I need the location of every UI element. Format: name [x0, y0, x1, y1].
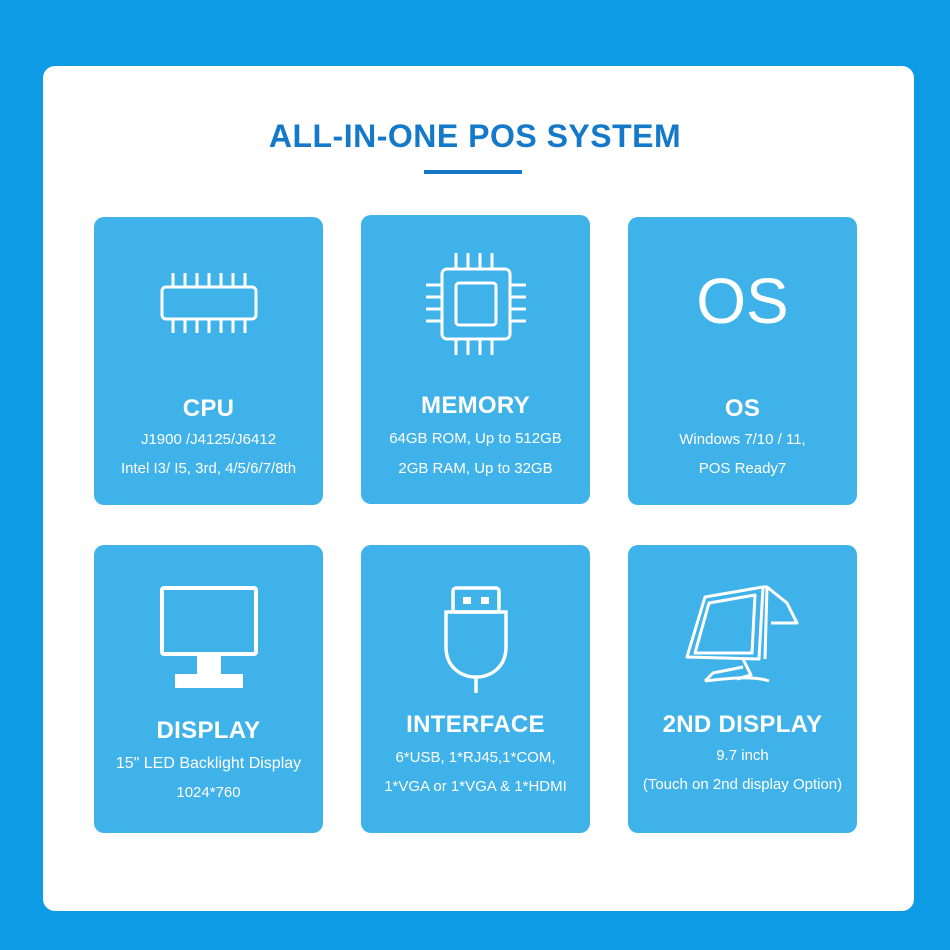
- card-heading: OS: [724, 395, 761, 422]
- card-line: 64GB ROM, Up to 512GB: [389, 430, 562, 447]
- os-text-icon: OS: [628, 269, 857, 333]
- card-line: J1900 /J4125/J6412: [140, 431, 277, 448]
- cpu-chip-icon: [94, 269, 323, 337]
- card-line: 15" LED Backlight Display: [115, 755, 302, 772]
- memory-chip-icon: [361, 251, 590, 357]
- card-line: 1024*760: [176, 784, 241, 801]
- usb-plug-icon: [361, 585, 590, 697]
- card-heading: MEMORY: [421, 392, 530, 419]
- card-cpu: CPU J1900 /J4125/J6412 Intel I3/ I5, 3rd…: [94, 217, 323, 505]
- card-interface: INTERFACE 6*USB, 1*RJ45,1*COM, 1*VGA or …: [361, 545, 590, 833]
- pos-terminal-icon: [628, 583, 857, 691]
- card-heading: CPU: [182, 395, 235, 422]
- monitor-icon: [94, 585, 323, 691]
- card-line: Windows 7/10 / 11,: [679, 431, 806, 448]
- card-line: 2GB RAM, Up to 32GB: [398, 460, 553, 477]
- card-2nd-display: 2ND DISPLAY 9.7 inch (Touch on 2nd displ…: [628, 545, 857, 833]
- card-line: 1*VGA or 1*VGA & 1*HDMI: [384, 778, 567, 795]
- card-line: 6*USB, 1*RJ45,1*COM,: [395, 749, 556, 766]
- card-line: 9.7 inch: [716, 747, 769, 764]
- card-heading: INTERFACE: [406, 711, 545, 738]
- page-title: ALL-IN-ONE POS SYSTEM: [268, 118, 682, 154]
- card-heading: 2ND DISPLAY: [662, 711, 823, 738]
- card-heading: DISPLAY: [156, 717, 261, 744]
- os-icon-text: OS: [696, 265, 789, 337]
- card-line: POS Ready7: [698, 460, 787, 477]
- title-underline: [424, 170, 522, 174]
- card-os: OS OS Windows 7/10 / 11, POS Ready7: [628, 217, 857, 505]
- card-line: Intel I3/ I5, 3rd, 4/5/6/7/8th: [120, 460, 297, 477]
- card-line: (Touch on 2nd display Option): [642, 776, 843, 793]
- card-display: DISPLAY 15" LED Backlight Display 1024*7…: [94, 545, 323, 833]
- card-memory: MEMORY 64GB ROM, Up to 512GB 2GB RAM, Up…: [361, 215, 590, 504]
